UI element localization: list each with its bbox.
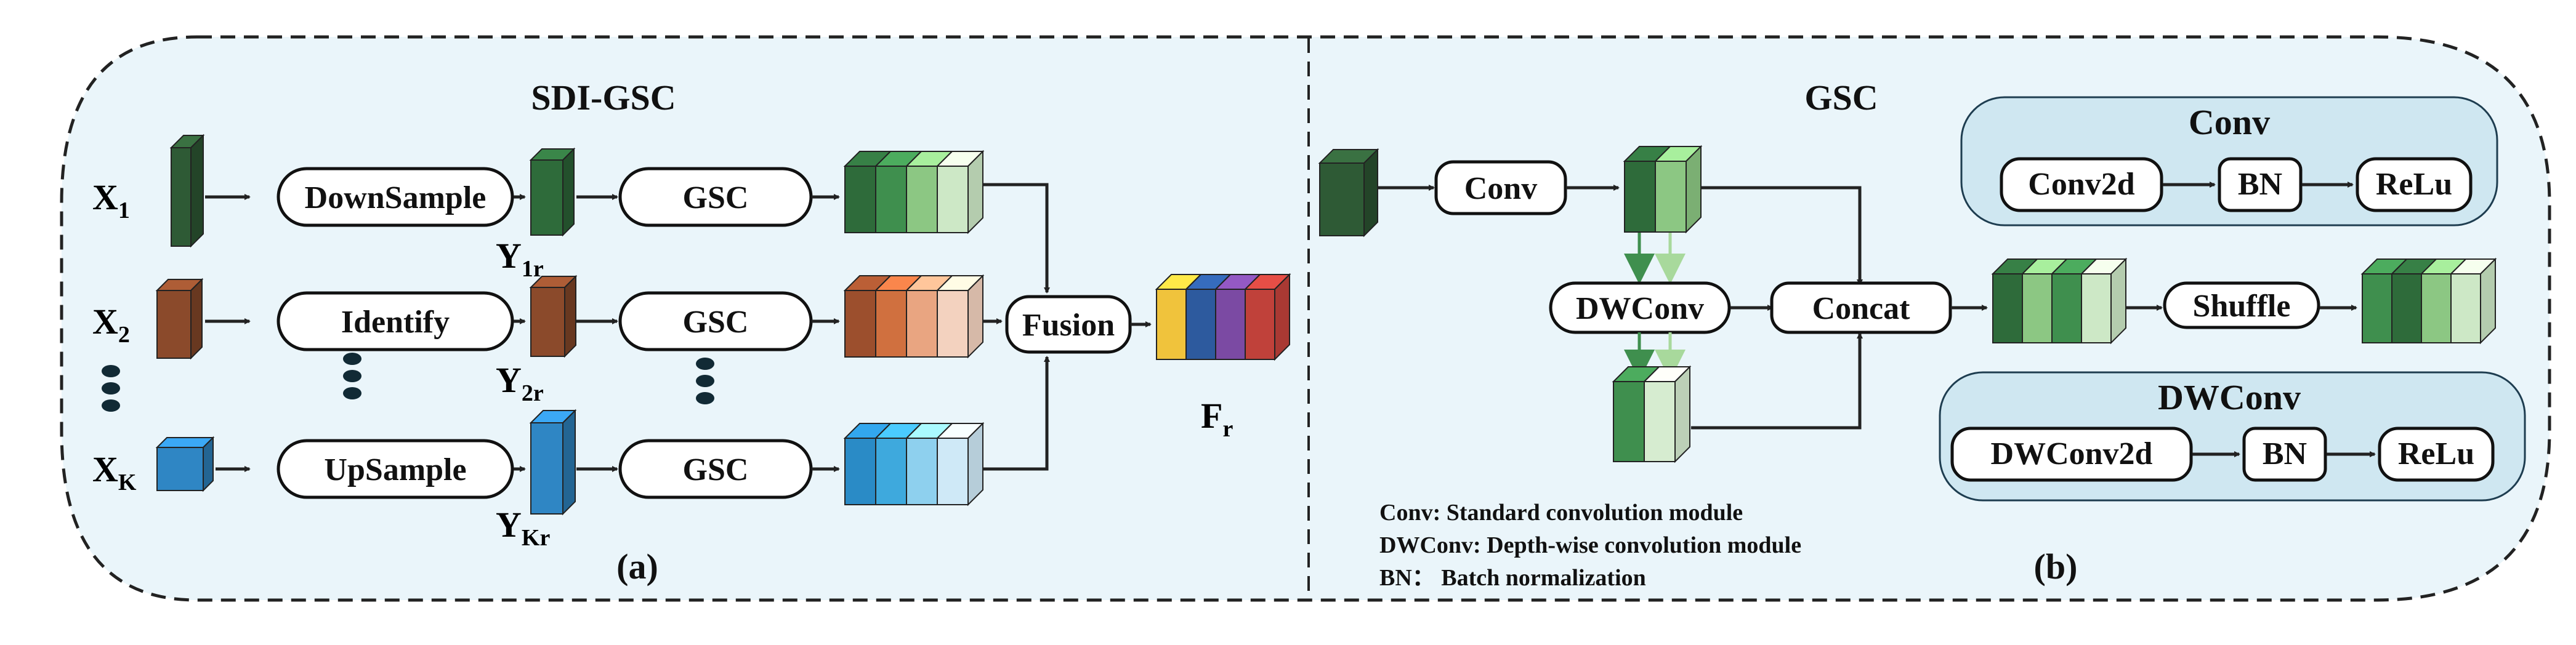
gsc-dwconv-box: DWConv xyxy=(1549,281,1731,334)
gsc-box-2: GSC xyxy=(618,291,813,351)
gsc-box-3: GSC xyxy=(618,439,813,499)
mid-label-1: Y1r xyxy=(496,236,544,282)
concat-box: Concat xyxy=(1770,281,1952,334)
mid-block-1r xyxy=(529,147,576,237)
dwconv-features xyxy=(1612,365,1692,463)
tensor-slice xyxy=(844,166,876,233)
feature-stack-3 xyxy=(843,422,985,507)
gsc-input-block xyxy=(1318,148,1379,238)
gsc-box-1: GSC xyxy=(618,167,813,227)
tensor-slice xyxy=(1624,161,1656,233)
op-upsample-label: UpSample xyxy=(324,452,466,487)
op-downsample-label: DownSample xyxy=(305,180,487,215)
shuffle-box: Shuffle xyxy=(2163,281,2320,329)
feature-stack-2 xyxy=(843,274,985,359)
legend-bn: BN： Batch normalization xyxy=(1379,565,1646,591)
tensor-slice xyxy=(2391,273,2422,343)
panel-b-caption: (b) xyxy=(2034,547,2078,587)
arrow-dwfeatures-concat xyxy=(1691,332,1863,430)
gsc-dwconv-box-label: DWConv xyxy=(1576,291,1704,326)
op-upsample: UpSample xyxy=(277,439,514,499)
tensor-slice xyxy=(1215,289,1246,360)
dwconv-module-step-1: DWConv2d xyxy=(1991,436,2153,471)
tensor-slice xyxy=(1613,381,1645,462)
arrow-stack1-fusion xyxy=(983,183,1050,294)
dwconv-module-step-2: BN xyxy=(2263,436,2307,471)
tensor-slice xyxy=(906,438,938,505)
ellipsis-ops xyxy=(343,353,361,399)
input-label-3: XK xyxy=(92,449,137,495)
tensor-slice xyxy=(2421,273,2452,343)
gsc-box-3-label: GSC xyxy=(683,452,749,487)
panel-a-title: SDI-GSC xyxy=(531,78,676,118)
mid-block-2r xyxy=(529,274,578,358)
arrow-conv-concat xyxy=(1701,186,1863,286)
panel-b-title: GSC xyxy=(1804,78,1878,118)
tensor-slice xyxy=(1644,381,1676,462)
legend-conv: Conv: Standard convolution module xyxy=(1379,500,1743,526)
tensor-slice xyxy=(1992,273,2023,343)
shuffle-box-label: Shuffle xyxy=(2193,289,2291,324)
concat-box-label: Concat xyxy=(1812,291,1911,326)
legend-dwconv: DWConv: Depth-wise convolution module xyxy=(1379,532,1801,558)
op-downsample: DownSample xyxy=(277,167,514,227)
panel-a-caption: (a) xyxy=(616,547,658,587)
tensor-slice xyxy=(844,438,876,505)
op-identify: Identify xyxy=(277,291,514,351)
tensor-slice xyxy=(937,166,969,233)
conv-module-steps: Conv2d BN ReLu xyxy=(2000,157,2473,212)
shuffled-stack xyxy=(2360,257,2497,345)
ellipsis-gsc xyxy=(696,358,714,404)
tensor-slice xyxy=(1245,289,1275,360)
output-stack xyxy=(1155,273,1291,361)
input-block-2 xyxy=(155,278,204,360)
tensor-slice xyxy=(875,438,907,505)
tensor-slice xyxy=(1655,161,1687,233)
fusion-box-label: Fusion xyxy=(1022,308,1115,343)
mid-block-kr xyxy=(529,409,577,516)
tensor-slice xyxy=(844,290,876,358)
gsc-conv-box: Conv xyxy=(1434,160,1567,215)
ellipsis-inputs xyxy=(102,365,120,412)
tensor-slice xyxy=(875,166,907,233)
conv-module-title: Conv xyxy=(2189,102,2270,142)
op-identify-label: Identify xyxy=(341,305,450,340)
tensor-slice xyxy=(937,290,969,358)
feature-stack-1 xyxy=(843,150,985,234)
tensor-slice xyxy=(937,438,969,505)
tensor-slice xyxy=(2022,273,2053,343)
tensor-slice xyxy=(906,290,938,358)
tensor-slice xyxy=(875,290,907,358)
input-block-1 xyxy=(169,134,205,248)
tensor-slice xyxy=(906,166,938,233)
tensor-slice xyxy=(1156,289,1187,360)
concat-stack xyxy=(1991,257,2128,345)
gsc-conv-box-label: Conv xyxy=(1464,171,1537,206)
arrow-stackk-fusion xyxy=(983,356,1050,471)
conv-module-step-3: ReLu xyxy=(2376,167,2452,202)
gsc-box-2-label: GSC xyxy=(683,305,749,340)
dwconv-module-title: DWConv xyxy=(2158,377,2301,417)
fusion-box: Fusion xyxy=(1005,295,1132,354)
tensor-slice xyxy=(2081,273,2112,343)
input-block-k xyxy=(155,436,215,492)
conv-features xyxy=(1623,145,1703,234)
conv-module-step-2: BN xyxy=(2238,167,2282,202)
dwconv-module-steps: DWConv2d BN ReLu xyxy=(1950,427,2495,482)
dwconv-module-step-3: ReLu xyxy=(2398,436,2474,471)
tensor-slice xyxy=(1185,289,1216,360)
tensor-slice xyxy=(2051,273,2082,343)
tensor-slice xyxy=(2450,273,2481,343)
gsc-box-1-label: GSC xyxy=(683,180,749,215)
tensor-slice xyxy=(2362,273,2392,343)
conv-module-step-1: Conv2d xyxy=(2028,167,2134,202)
